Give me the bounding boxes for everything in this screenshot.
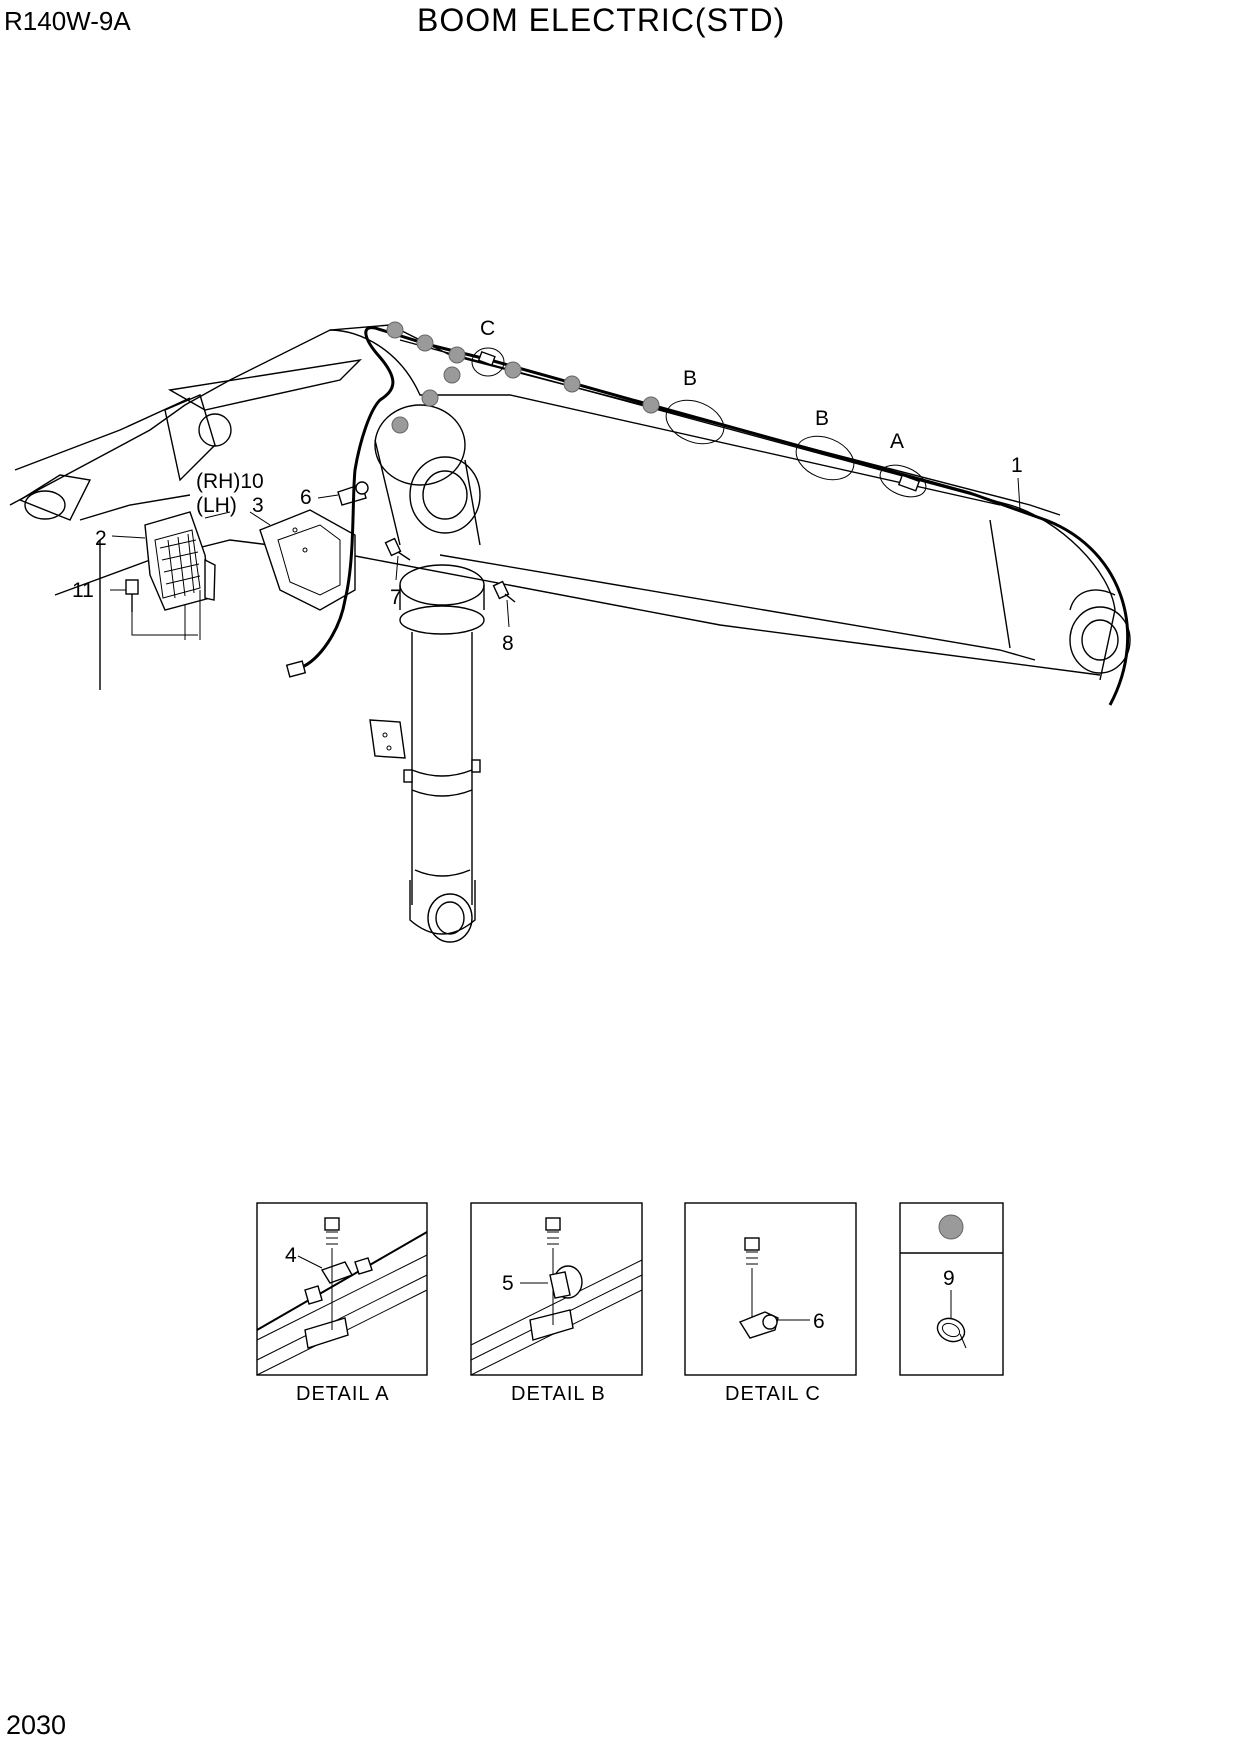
callout-10-rh: (RH)10 bbox=[196, 470, 264, 493]
bolt-8 bbox=[492, 580, 516, 603]
callout-2: 2 bbox=[95, 527, 107, 550]
page-number: 2030 bbox=[6, 1710, 67, 1740]
callout-10-lh: (LH) bbox=[196, 494, 237, 517]
boom-cylinder bbox=[369, 404, 485, 943]
callout-1: 1 bbox=[1011, 454, 1023, 477]
wiring-harness bbox=[299, 326, 1130, 706]
legend-callout-9: 9 bbox=[943, 1267, 955, 1290]
callout-7: 7 bbox=[390, 586, 402, 609]
detail-c-marker bbox=[471, 347, 505, 377]
detail-c-panel: 6 bbox=[684, 1202, 857, 1376]
page-title: BOOM ELECTRIC(STD) bbox=[417, 2, 786, 38]
callout-8: 8 bbox=[502, 632, 514, 655]
connector-a bbox=[897, 474, 921, 492]
model-number: R140W-9A bbox=[4, 6, 131, 36]
callout-3: 3 bbox=[252, 494, 264, 517]
detail-b-panel: 5 bbox=[470, 1202, 643, 1376]
callout-detail-a: A bbox=[890, 430, 904, 453]
callout-detail-b-2: B bbox=[815, 407, 829, 430]
callout-6: 6 bbox=[300, 486, 312, 509]
callout-detail-c: C bbox=[480, 317, 495, 340]
harness-connector bbox=[285, 660, 307, 678]
bolt-7 bbox=[384, 537, 411, 561]
detail-b-caption: DETAIL B bbox=[511, 1383, 606, 1405]
callout-detail-b-1: B bbox=[683, 367, 697, 390]
detail-c-callout-6: 6 bbox=[813, 1310, 825, 1333]
cable-tie-markers bbox=[386, 321, 660, 434]
detail-b-marker-1 bbox=[665, 399, 725, 445]
bolt-11 bbox=[125, 579, 198, 636]
detail-c-caption: DETAIL C bbox=[725, 1383, 821, 1405]
detail-b-marker-2 bbox=[795, 435, 855, 481]
lamp-guard bbox=[259, 509, 356, 611]
connector-c bbox=[477, 350, 496, 366]
clamp-6 bbox=[337, 481, 369, 506]
work-lamp bbox=[144, 511, 216, 640]
detail-a-panel: 4 bbox=[256, 1202, 428, 1376]
detail-a-callout-4: 4 bbox=[285, 1244, 297, 1267]
detail-a-marker bbox=[879, 464, 927, 498]
detail-b-callout-5: 5 bbox=[502, 1272, 514, 1295]
legend-panel: 9 bbox=[899, 1202, 1004, 1376]
detail-a-caption: DETAIL A bbox=[296, 1383, 390, 1405]
callout-11: 11 bbox=[72, 579, 94, 602]
cable-tie-legend-dot bbox=[938, 1214, 964, 1240]
